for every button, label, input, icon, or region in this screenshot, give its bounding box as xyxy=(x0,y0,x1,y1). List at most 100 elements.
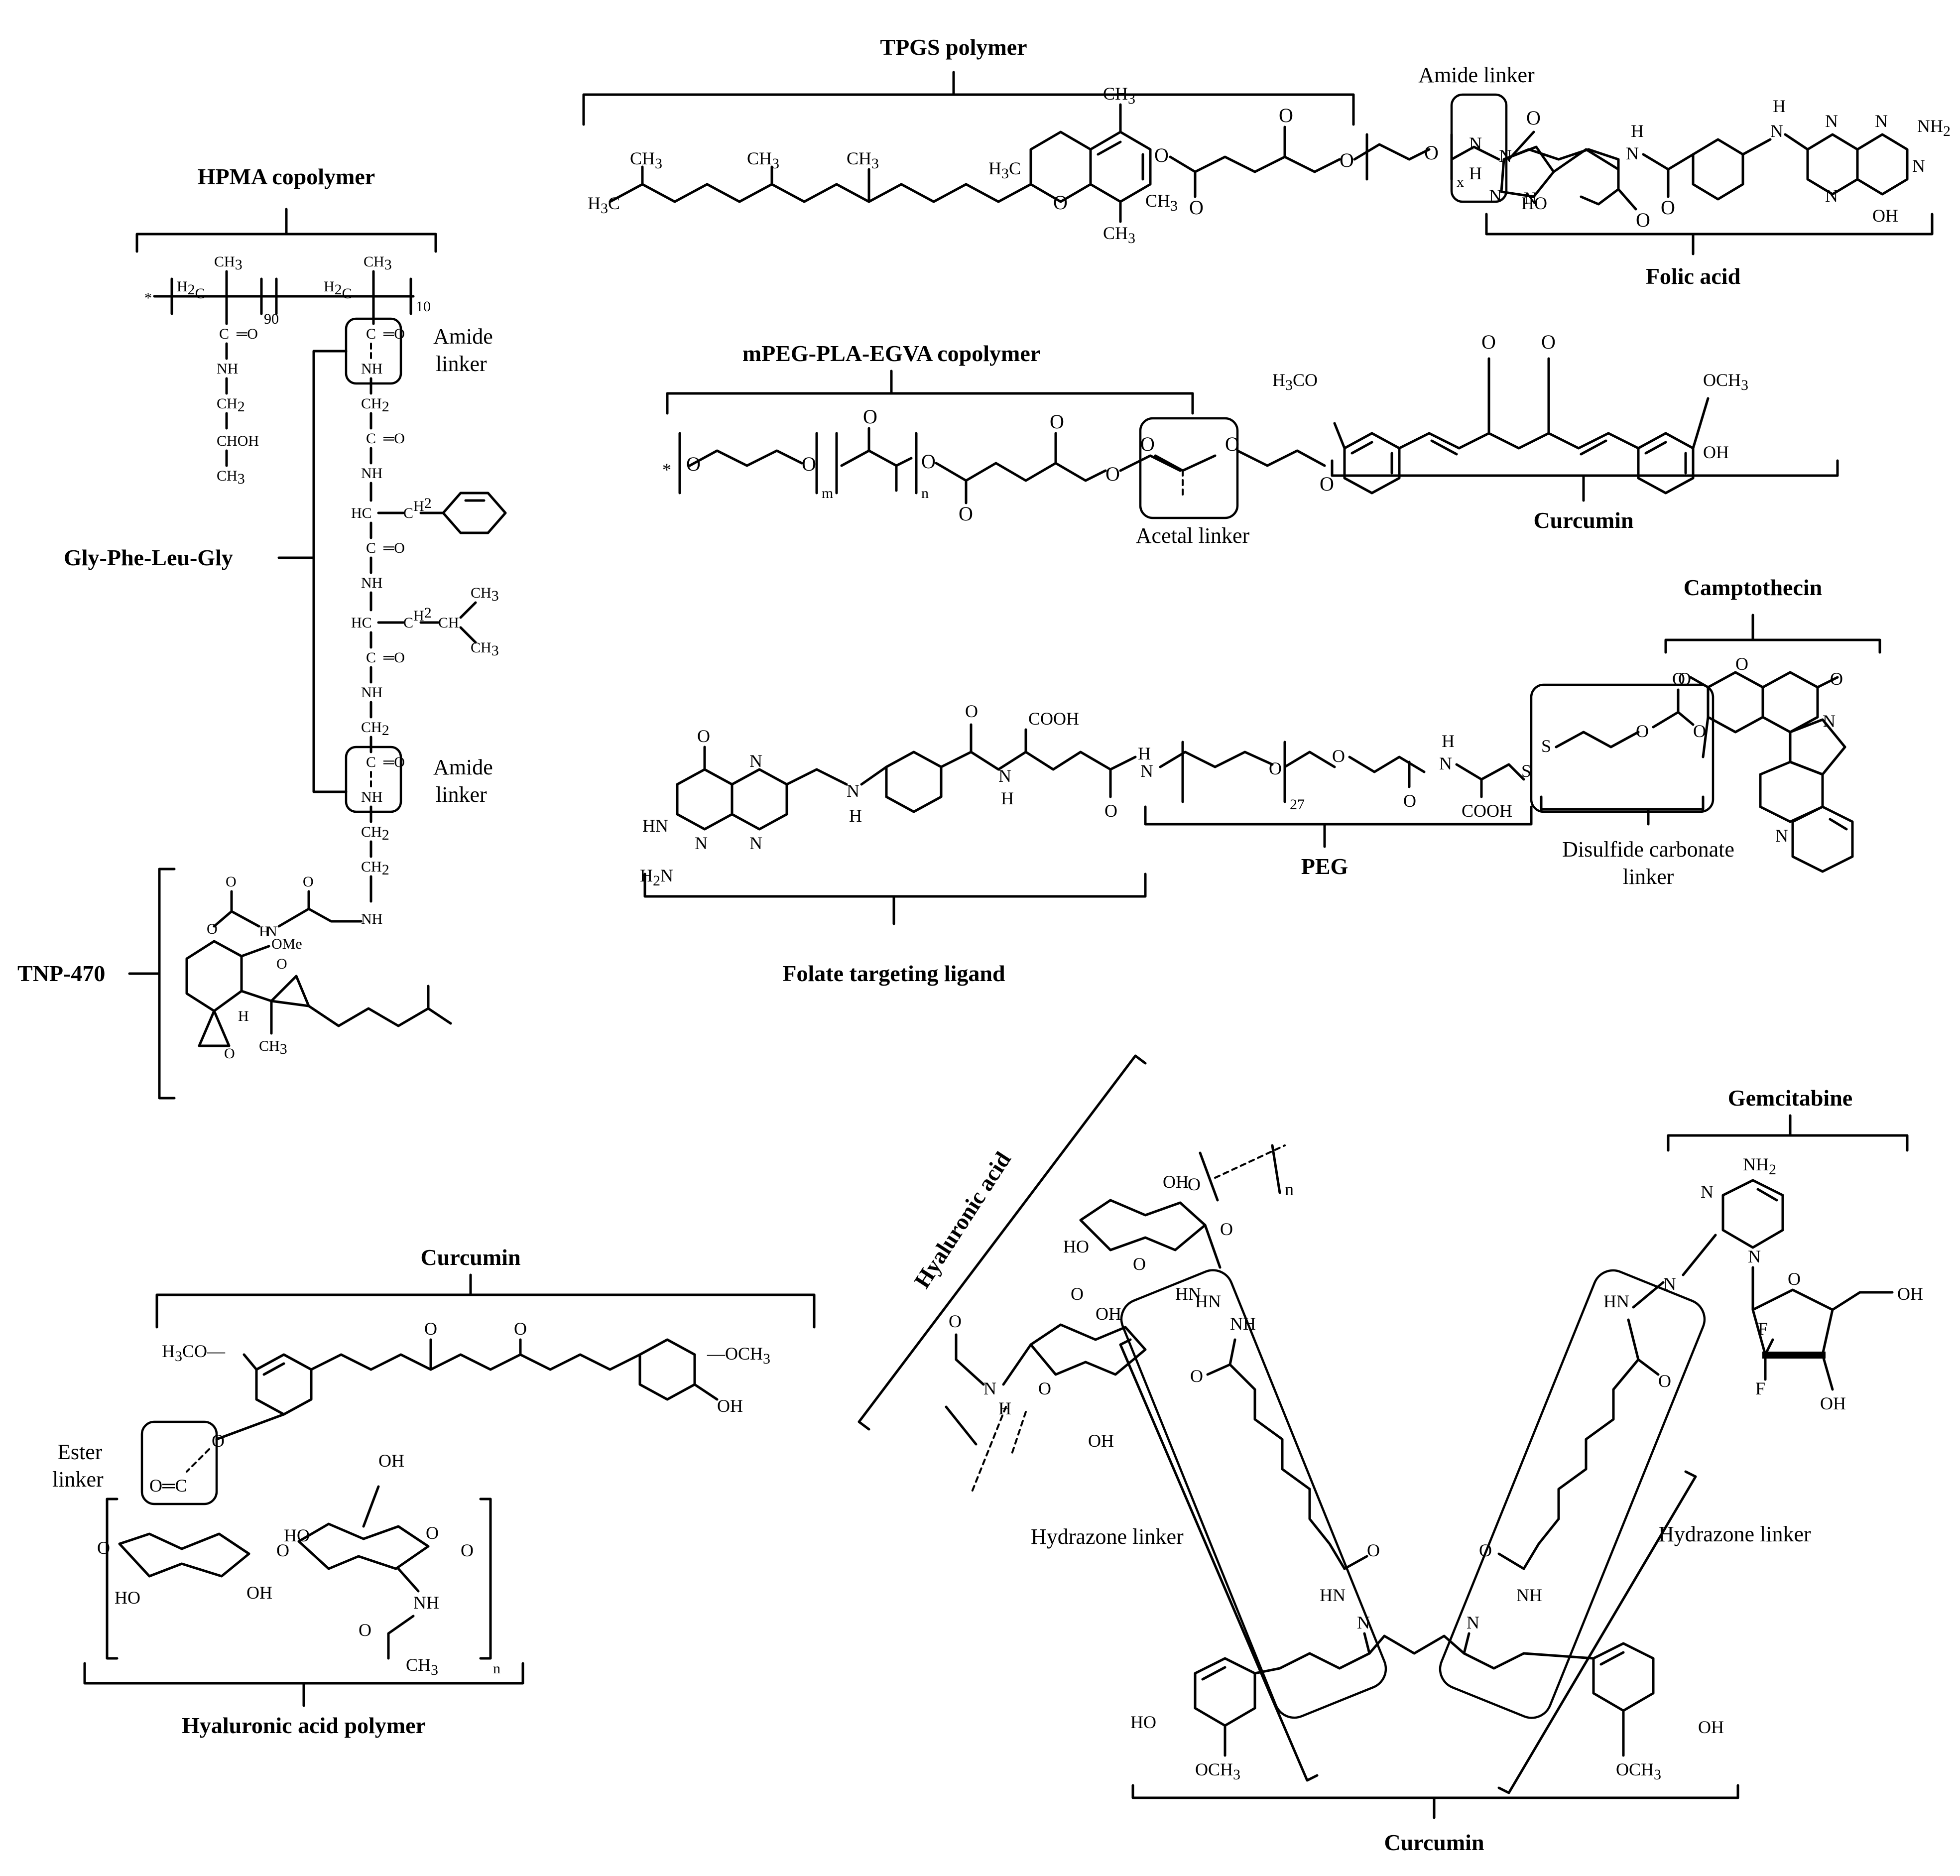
panel-folate-peg-camptothecin: Camptothecin O HN N N N H2N N H O N H CO… xyxy=(640,575,1881,986)
gemcitabine-label: Gemcitabine xyxy=(1728,1085,1852,1111)
peg-bracket xyxy=(1144,805,1533,848)
ha-repeat-bracket xyxy=(106,1498,492,1660)
folate-paba xyxy=(885,750,943,813)
hyd-l-chain xyxy=(1228,1338,1346,1570)
panel-curcumin-ha-ester: Curcumin H3CO— O O —OCH3 OH Ester linker… xyxy=(52,1245,816,1738)
hydrazone-left-label: Hydrazone linker xyxy=(1031,1524,1184,1549)
curcumin-lower-left-bracket xyxy=(155,1273,816,1329)
hpma-bracket xyxy=(135,208,437,253)
ha-polymer-bracket xyxy=(83,1662,524,1707)
cur2-oh: OH xyxy=(717,1396,743,1416)
curcumin-och3: OCH3 xyxy=(1703,370,1748,393)
chroman-o: O xyxy=(1053,191,1068,214)
acetal-linker-label: Acetal linker xyxy=(1136,523,1250,548)
fol-n-4: N xyxy=(847,781,859,801)
cur3-r-link xyxy=(1522,1652,1595,1660)
hyd-l-co-1 xyxy=(1206,1363,1231,1376)
ha-acetyl-o: O xyxy=(359,1620,371,1640)
amide-linker-1-line2: linker xyxy=(436,352,487,376)
folate-glu-n: N xyxy=(998,766,1011,786)
cpt-n-2: N xyxy=(1775,826,1788,846)
cur3-imine-r xyxy=(1463,1632,1470,1655)
ha-diagonal-bracket xyxy=(858,1054,1147,1431)
ha-ch2oh-bond xyxy=(362,1485,380,1528)
tnp-cyclohexane xyxy=(185,940,243,1012)
ha2-nh-bond xyxy=(1002,1343,1032,1386)
leu-me-2 xyxy=(459,626,477,644)
pter-n1: N xyxy=(1825,111,1838,131)
pep-nh-3: NH xyxy=(361,575,382,591)
curcumin-h3co: H3CO xyxy=(1272,370,1318,393)
phe-ch2: CH2 xyxy=(403,495,432,521)
amide-linker-2-line1: Amide xyxy=(433,755,493,779)
tnp-ome: OMe xyxy=(271,936,302,952)
ha-o-link: O xyxy=(97,1538,110,1558)
ha-ho-2: HO xyxy=(284,1525,310,1545)
paba-h: H xyxy=(1773,96,1786,116)
hyd-l-nh-1: NH xyxy=(1230,1314,1256,1334)
cpt-lactone-co xyxy=(1689,676,1710,689)
tail-ch3-left: H3C xyxy=(588,193,620,217)
hpma-ch2-1: H2C xyxy=(177,278,205,302)
tnp-spiro-o: O xyxy=(224,1045,235,1062)
hpma-ch3-2: CH3 xyxy=(364,253,392,273)
cur3-oh: OH xyxy=(1698,1717,1724,1737)
benzoyl-o: O xyxy=(1661,196,1675,219)
ester-linker-2: linker xyxy=(52,1467,104,1492)
camptothecin-bracket xyxy=(1664,614,1881,654)
tpgs-polymer-label: TPGS polymer xyxy=(880,34,1027,60)
gem-bold-bond xyxy=(1762,1352,1826,1359)
mpeg-o-2: O xyxy=(802,453,816,475)
ester-link-o xyxy=(215,1413,285,1441)
glu-n: N xyxy=(1626,143,1639,163)
cur3-imine-l xyxy=(1363,1632,1371,1655)
gem-oh-2: OH xyxy=(1820,1393,1846,1413)
leu-ch3-1: CH3 xyxy=(471,585,499,604)
hyd-l-co-2 xyxy=(1343,1555,1368,1570)
cur2-chain xyxy=(310,1353,641,1371)
leu-ch: CH xyxy=(438,615,459,631)
cpt-lactone-o: O xyxy=(1735,654,1748,674)
gem-dbl xyxy=(1756,1188,1778,1202)
ha2-o-ring: O xyxy=(1133,1254,1146,1274)
peg-subscript-x: x xyxy=(1457,174,1464,190)
gem-f-2: F xyxy=(1755,1378,1765,1398)
ester-c-o: O═C xyxy=(149,1476,187,1496)
cur3-ring-left xyxy=(1194,1657,1256,1727)
glutamate-backbone xyxy=(1507,130,1535,161)
leu-ch2: CH2 xyxy=(403,605,432,631)
hydrazone-right-label: Hydrazone linker xyxy=(1658,1522,1811,1546)
ha2-acetyl-o: O xyxy=(949,1311,962,1331)
peg27-repeat xyxy=(1181,741,1286,803)
tnp-nh: H xyxy=(259,923,270,940)
amide-h: H xyxy=(1469,163,1482,183)
disulfide-label-1: Disulfide carbonate xyxy=(1562,837,1734,862)
succinate-chain xyxy=(1169,155,1341,173)
ha2-acetyl xyxy=(955,1333,985,1386)
panel-tpgs-folic-acid: TPGS polymer H3C CH3 CH3 CH3 O H3C CH3 C… xyxy=(582,34,1951,289)
gem-nh2: NH2 xyxy=(1743,1154,1776,1178)
fol-to-nh xyxy=(815,768,848,786)
cur3-och3-right: OCH3 xyxy=(1616,1759,1661,1783)
tnp-prenyl xyxy=(307,1004,452,1027)
succinyl-chain xyxy=(935,462,1107,482)
disulfide-bracket xyxy=(1540,795,1705,826)
hyd-r-chain xyxy=(1522,1318,1640,1570)
ring-ch3-bottom: CH3 xyxy=(1103,223,1135,247)
acetal-o-1: O xyxy=(1140,433,1155,455)
disulfide-s-2: S xyxy=(1541,736,1551,756)
cur2-o-2: O xyxy=(514,1319,527,1339)
disulfide-chain xyxy=(1555,731,1640,749)
ha2-repeat-bottom xyxy=(945,1405,978,1446)
glu-nh: H xyxy=(1631,121,1644,141)
cur-l-ome-bond xyxy=(1333,422,1346,450)
hpma-sub-10: 10 xyxy=(416,298,431,315)
pep-nh-2: NH xyxy=(361,465,382,482)
ha2-o-glyco: O xyxy=(1071,1284,1084,1304)
mpeg-repeat-1 xyxy=(678,432,818,495)
hyaluronic-acid-label: Hyaluronic acid xyxy=(909,1147,1016,1292)
ha2-sub-n: n xyxy=(1285,1179,1294,1199)
ha-nh: NH xyxy=(413,1593,439,1613)
cur2-l-dbl xyxy=(262,1362,285,1376)
folate-amide-o: O xyxy=(965,701,978,721)
